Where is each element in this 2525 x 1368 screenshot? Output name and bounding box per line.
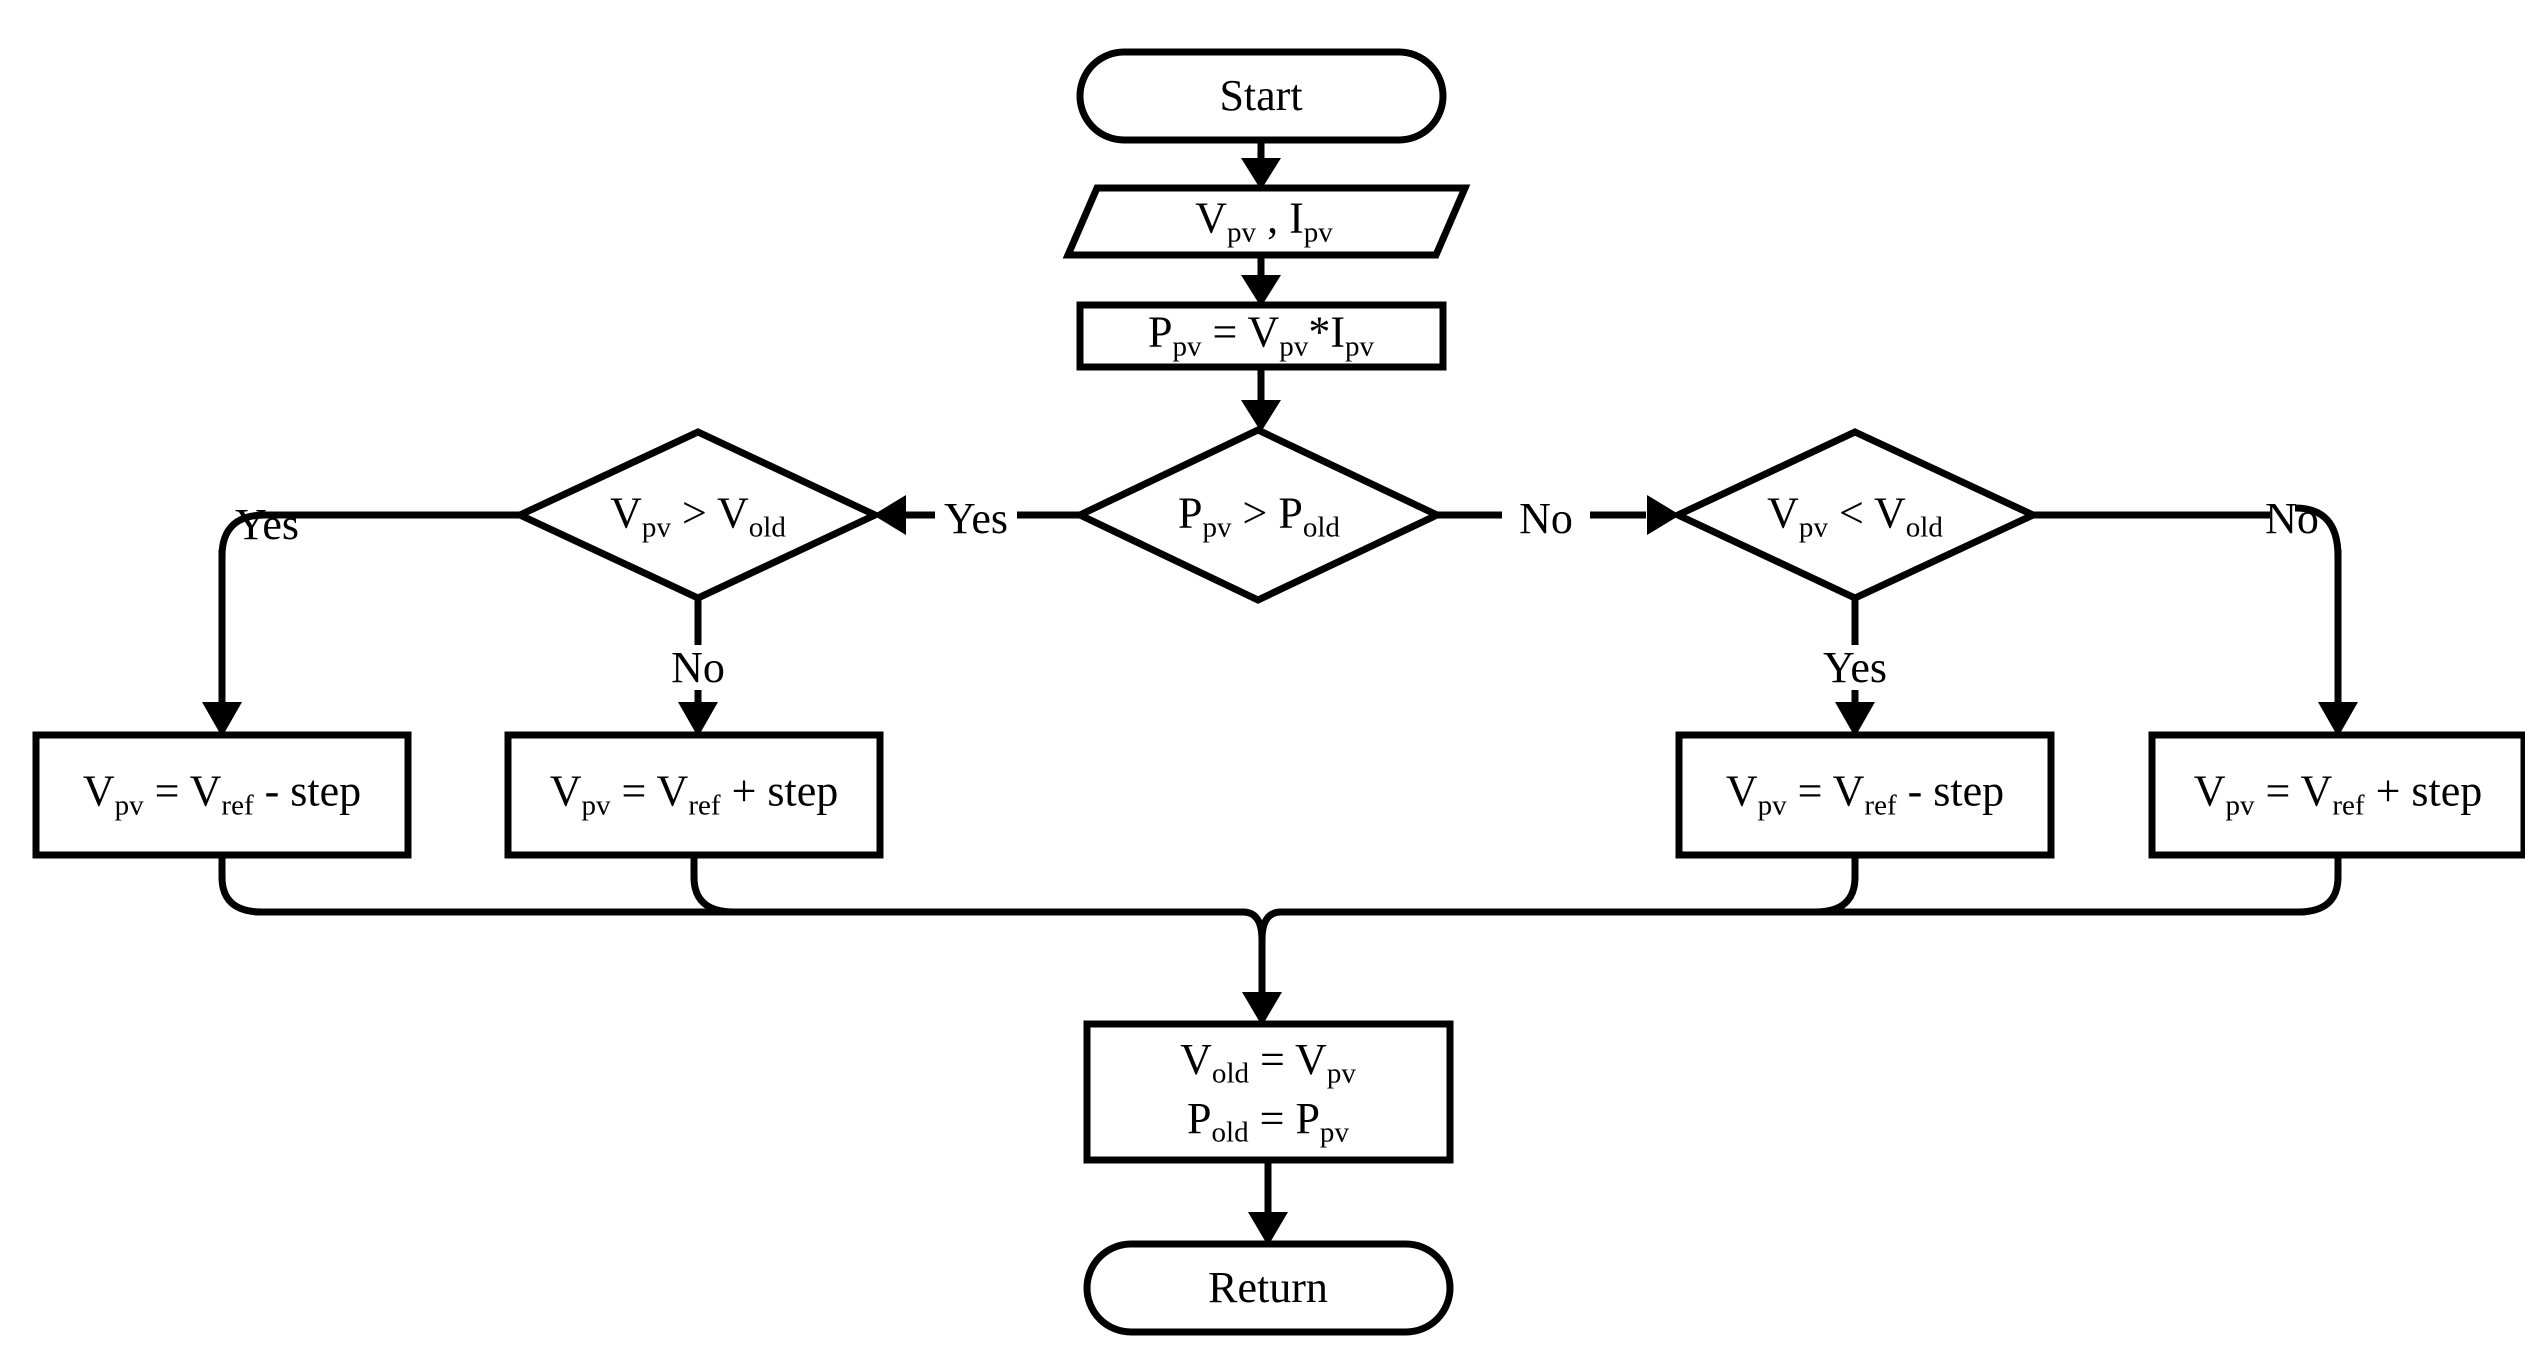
edge-start-to-input-arrow	[1241, 158, 1281, 190]
node-update-line1: Vold = Vpv	[1180, 1034, 1356, 1090]
edge-left-yes-arrow	[202, 702, 242, 737]
node-decision-power-label: Ppv > Pold	[1178, 488, 1340, 544]
edge-label-right-no: No	[2265, 494, 2319, 543]
edge-power-yes-arrow	[873, 495, 906, 535]
edge-box2-to-bus	[690, 855, 735, 916]
edge-box3-to-bus	[1814, 855, 1859, 916]
node-box4-shape[interactable]	[2148, 731, 2525, 859]
edge-box4-to-bus	[2297, 855, 2342, 916]
node-update-label: Vold = Vpv Pold = Ppv	[1180, 1033, 1356, 1151]
node-box3-shape[interactable]	[1675, 731, 2055, 859]
node-update-line2: Pold = Ppv	[1187, 1094, 1349, 1149]
edge-right-no-arrow	[2318, 702, 2358, 737]
edge-bus-to-update-arrow	[1242, 992, 1282, 1026]
node-start-label: Start	[1219, 71, 1303, 120]
node-power-label: Ppv = Vpv*Ipv	[1147, 307, 1375, 363]
node-box4-label: Vpv = Vref + step	[2193, 766, 2483, 822]
node-input-label: Vpv , Ipv	[1195, 193, 1333, 249]
edge-right-yes-arrow	[1835, 702, 1875, 737]
edge-left-yes-corner	[218, 511, 266, 557]
node-input-shape[interactable]	[1062, 184, 1471, 259]
node-box1-label: Vpv = Vref - step	[82, 766, 362, 822]
node-decision-power-shape[interactable]	[1071, 426, 1446, 604]
node-box3-label: Vpv = Vref - step	[1725, 766, 2005, 822]
edge-box1-to-bus	[218, 855, 263, 916]
edge-label-right-yes: Yes	[1822, 643, 1888, 692]
node-decision-left-label: Vpv > Vold	[610, 488, 786, 544]
edge-power-to-decision-arrow	[1241, 400, 1281, 432]
edge-right-no-corner	[2294, 504, 2342, 557]
edge-update-to-return-arrow	[1248, 1212, 1288, 1246]
edge-left-no-arrow	[678, 702, 718, 737]
edge-label-left-no: No	[671, 643, 725, 692]
edge-label-power-yes: Yes	[943, 494, 1009, 543]
node-decision-right-label: Vpv < Vold	[1767, 488, 1943, 544]
node-update-shape[interactable]	[1083, 1020, 1454, 1164]
edge-power-no-arrow	[1647, 495, 1680, 535]
node-return-label: Return	[1208, 1263, 1328, 1312]
edge-input-to-power-arrow	[1241, 275, 1281, 307]
edge-label-left-yes: Yes	[234, 500, 300, 549]
edge-label-power-no: No	[1519, 494, 1573, 543]
node-box2-label: Vpv = Vref + step	[549, 766, 839, 822]
